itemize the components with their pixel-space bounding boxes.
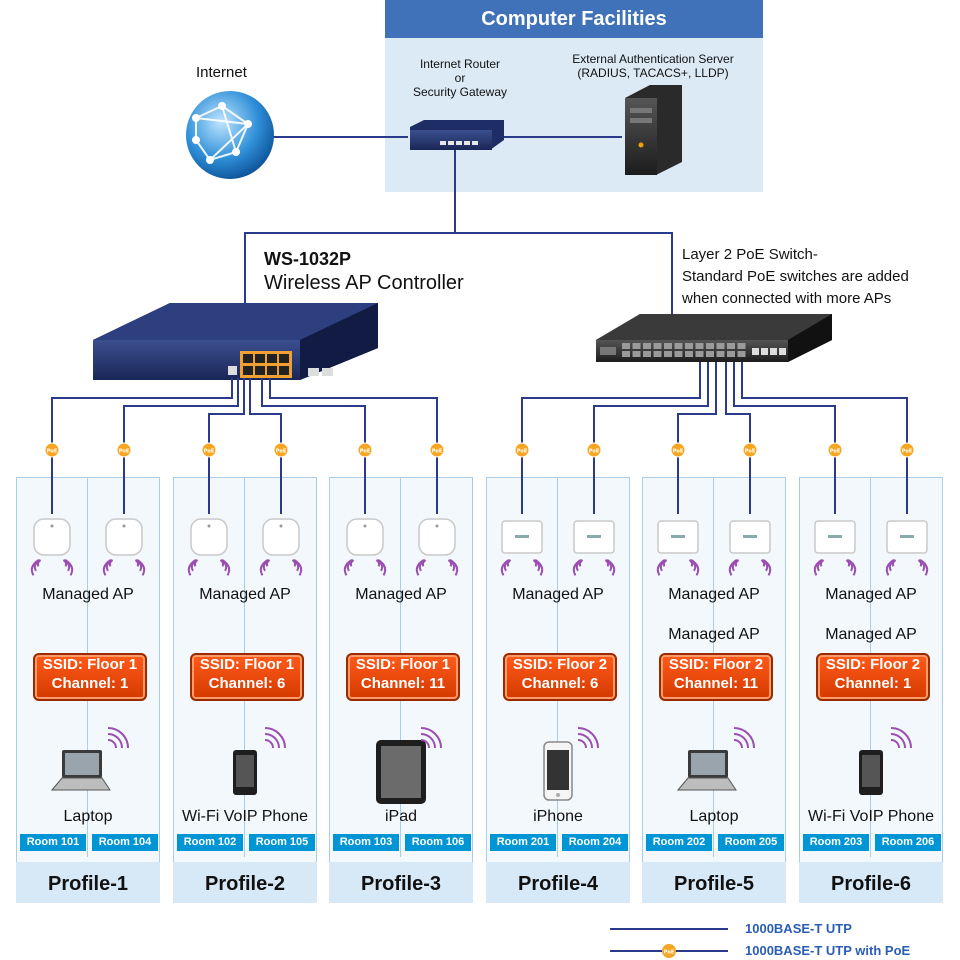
channel-text: Channel: 1 xyxy=(51,675,129,692)
ssid-badge: SSID: Floor 1 Channel: 6 xyxy=(190,653,304,701)
room-label: Room 205 xyxy=(718,834,784,851)
ssid-badge: SSID: Floor 2 Channel: 1 xyxy=(816,653,930,701)
ssid-badge: SSID: Floor 2 Channel: 11 xyxy=(659,653,773,701)
switch-label-line: Layer 2 PoE Switch- xyxy=(682,246,818,263)
server-label-line: External Authentication Server xyxy=(572,52,734,66)
channel-text: Channel: 1 xyxy=(834,675,912,692)
legend-label-utp: 1000BASE-T UTP xyxy=(745,921,852,936)
room-label: Room 206 xyxy=(875,834,941,851)
computer-facilities-title: Computer Facilities xyxy=(385,0,763,38)
router-label-line: Internet Router xyxy=(419,57,501,71)
room-label: Room 201 xyxy=(490,834,556,851)
profile-name: Profile-5 xyxy=(673,873,755,895)
profile-footer xyxy=(173,862,317,903)
room-label: Room 106 xyxy=(405,834,471,851)
profile-name: Profile-1 xyxy=(47,873,129,895)
ssid-badge: SSID: Floor 1 Channel: 1 xyxy=(33,653,147,701)
switch-label-line: Standard PoE switches are added xyxy=(682,268,909,285)
profile-footer xyxy=(329,862,473,903)
ssid-text: SSID: Floor 1 xyxy=(355,656,451,673)
client-device-label: Wi-Fi VoIP Phone xyxy=(808,808,934,825)
managed-ap-label: Managed AP xyxy=(512,586,604,603)
router-label-line: or xyxy=(454,71,466,85)
room-label: Room 104 xyxy=(92,834,158,851)
profile-footer xyxy=(16,862,160,903)
managed-ap-label: Managed AP xyxy=(668,626,760,643)
server-label: External Authentication Server (RADIUS, … xyxy=(548,52,758,80)
controller-model: WS-1032P xyxy=(264,249,352,269)
managed-ap-label: Managed AP xyxy=(355,586,447,603)
switch-label-line: when connected with more APs xyxy=(682,290,892,307)
profile-footer xyxy=(486,862,630,903)
client-device-label: Laptop xyxy=(689,808,739,825)
managed-ap-label: Managed AP xyxy=(42,586,134,603)
ssid-text: SSID: Floor 1 xyxy=(199,656,295,673)
client-device-label: Wi-Fi VoIP Phone xyxy=(182,808,308,825)
client-device-label: iPhone xyxy=(533,808,583,825)
ssid-text: SSID: Floor 2 xyxy=(512,656,608,673)
room-label: Room 102 xyxy=(177,834,243,851)
managed-ap-label: Managed AP xyxy=(825,626,917,643)
room-label: Room 103 xyxy=(333,834,399,851)
controller-label: WS-1032P Wireless AP Controller xyxy=(264,248,464,296)
managed-ap-label: Managed AP xyxy=(825,586,917,603)
profile-name: Profile-4 xyxy=(517,873,599,895)
managed-ap-label: Managed AP xyxy=(668,586,760,603)
ssid-badge: SSID: Floor 1 Channel: 11 xyxy=(346,653,460,701)
legend-label-utp-poe: 1000BASE-T UTP with PoE xyxy=(745,943,911,958)
router-label: Internet Router or Security Gateway xyxy=(395,57,525,99)
profile-footer xyxy=(642,862,786,903)
channel-text: Channel: 11 xyxy=(360,675,446,692)
room-label: Room 101 xyxy=(20,834,86,851)
channel-text: Channel: 11 xyxy=(673,675,759,692)
room-label: Room 204 xyxy=(562,834,628,851)
room-label: Room 202 xyxy=(646,834,712,851)
internet-label: Internet xyxy=(196,64,247,81)
client-device-label: Laptop xyxy=(63,808,113,825)
channel-text: Channel: 6 xyxy=(208,675,286,692)
profile-footer xyxy=(799,862,943,903)
server-label-line: (RADIUS, TACACS+, LLDP) xyxy=(577,66,729,80)
ssid-text: SSID: Floor 2 xyxy=(825,656,921,673)
switch-label: Layer 2 PoE Switch- Standard PoE switche… xyxy=(682,244,909,310)
router-label-line: Security Gateway xyxy=(412,85,508,99)
controller-description: Wireless AP Controller xyxy=(264,272,464,294)
profile-name: Profile-2 xyxy=(204,873,286,895)
profile-name: Profile-3 xyxy=(360,873,442,895)
profile-name: Profile-6 xyxy=(830,873,912,895)
ssid-text: SSID: Floor 2 xyxy=(668,656,764,673)
ssid-text: SSID: Floor 1 xyxy=(42,656,138,673)
room-label: Room 105 xyxy=(249,834,315,851)
ssid-badge: SSID: Floor 2 Channel: 6 xyxy=(503,653,617,701)
room-label: Room 203 xyxy=(803,834,869,851)
channel-text: Channel: 6 xyxy=(521,675,599,692)
managed-ap-label: Managed AP xyxy=(199,586,291,603)
client-device-label: iPad xyxy=(384,808,418,825)
